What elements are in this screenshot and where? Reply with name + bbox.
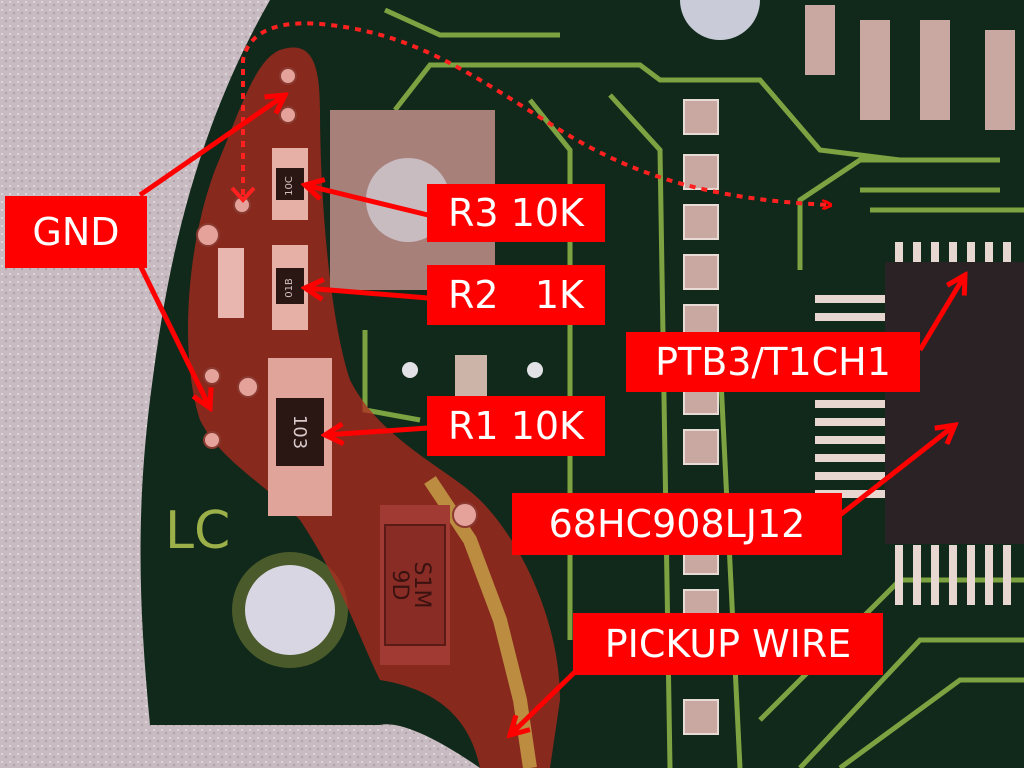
svg-text:10C: 10C (284, 176, 295, 196)
annotation-arrows (137, 95, 965, 735)
label-r3: R3 10K (427, 184, 605, 242)
vias (196, 67, 478, 528)
svg-text:103: 103 (289, 415, 310, 449)
dotted-connection-line (241, 21, 830, 205)
label-gnd: GND (5, 196, 147, 268)
svg-text:S1M: S1M (409, 562, 434, 609)
label-mcu-part: 68HC908LJ12 (512, 493, 842, 555)
silkscreen-lc: LC (165, 501, 230, 561)
resistor-r3: 10C (272, 148, 308, 220)
label-r2: R2 1K (427, 265, 605, 325)
label-pickup-wire: PICKUP WIRE (573, 613, 883, 675)
resistor-r1: 103 (268, 358, 332, 516)
capacitor (218, 248, 244, 318)
mcu-chip (815, 242, 1024, 605)
label-r1: R1 10K (427, 396, 605, 456)
svg-text:01B: 01B (284, 278, 295, 298)
svg-text:9D: 9D (387, 570, 412, 601)
diode-s1m: S1M 9D (380, 505, 450, 665)
top-right-components (805, 5, 1015, 130)
highlight-region (188, 47, 560, 768)
pcb-traces (362, 7, 1024, 768)
resistor-r2: 01B (272, 245, 308, 330)
top-hole (680, 0, 760, 40)
smd-component (455, 355, 487, 397)
label-ptb3-t1ch1: PTB3/T1CH1 (626, 332, 920, 392)
